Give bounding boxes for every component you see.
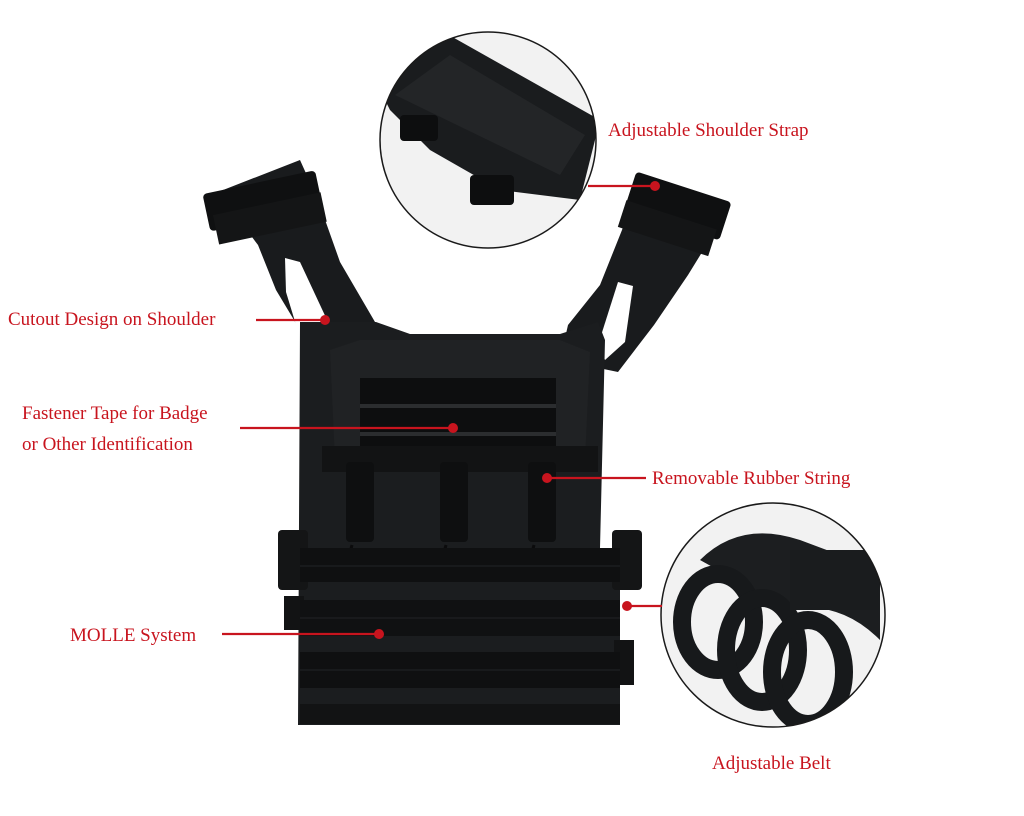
label-fastener-tape-line2: or Other Identification	[22, 434, 193, 455]
annotation-markers	[222, 181, 662, 639]
label-molle-system: MOLLE System	[70, 625, 197, 646]
label-adjustable-belt: Adjustable Belt	[712, 753, 831, 774]
label-adjustable-shoulder-strap: Adjustable Shoulder Strap	[608, 120, 809, 141]
label-cutout-design: Cutout Design on Shoulder	[8, 309, 216, 330]
shoulder-strap-detail-circle	[379, 31, 597, 249]
label-removable-rubber-string: Removable Rubber String	[652, 468, 851, 489]
belt-detail-circle	[660, 502, 886, 728]
label-fastener-tape-line1: Fastener Tape for Badge	[22, 403, 208, 424]
